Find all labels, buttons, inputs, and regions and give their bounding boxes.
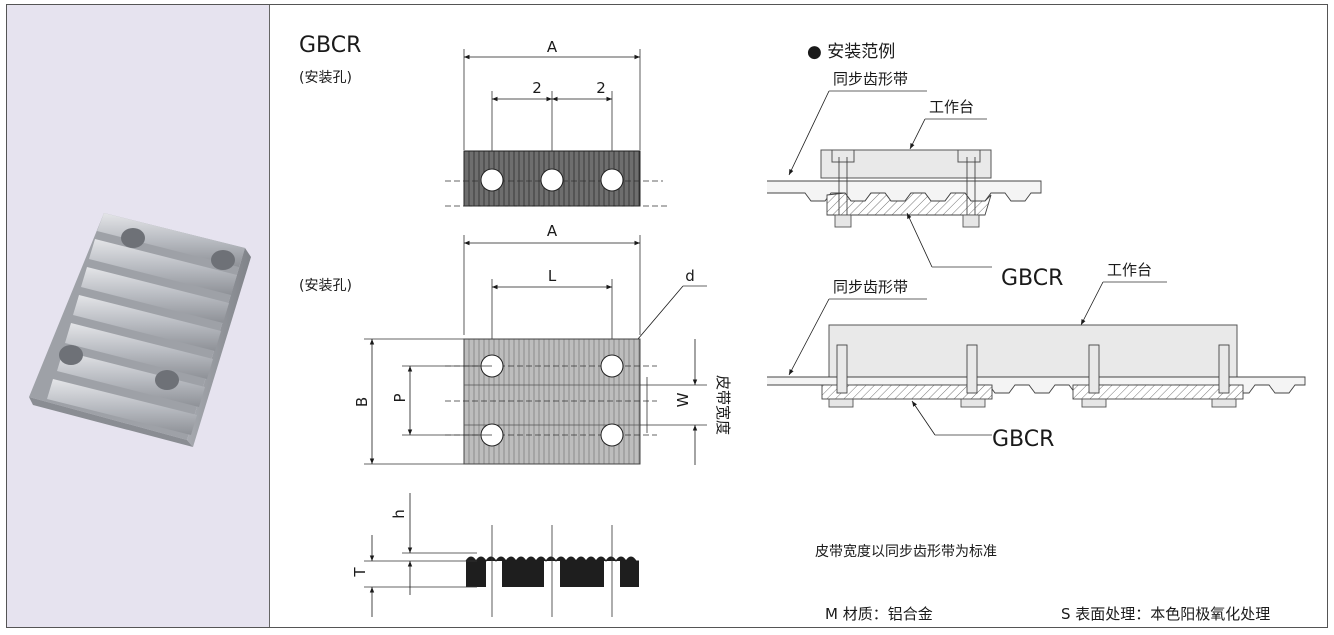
dim-A-top: A xyxy=(547,38,558,56)
mount-hole-label-top: (安装孔) xyxy=(299,70,352,86)
install-example-heading: ● 安装范例 xyxy=(807,42,895,62)
dim-A-plan: A xyxy=(547,222,558,240)
table-label-1: 工作台 xyxy=(929,98,974,116)
dim-d: d xyxy=(685,267,695,285)
product-photo-illustration xyxy=(29,213,251,447)
belt-label-2: 同步齿形带 xyxy=(833,278,908,296)
product-code-title: GBCR xyxy=(299,33,362,58)
dim-h: h xyxy=(390,509,408,519)
belt-width-note: 皮带宽度以同步齿形带为标准 xyxy=(815,544,997,560)
install-example-1: 同步齿形带 工作台 GBCR xyxy=(767,70,1063,291)
material-note: M 材质：铝合金 xyxy=(825,605,933,623)
mount-hole-label-middle: (安装孔) xyxy=(299,278,352,294)
technical-drawing: A 2 2 A L d xyxy=(351,38,1306,617)
top-view: A 2 2 xyxy=(445,38,667,207)
product-sheet-frame: GBCR (安装孔) (安装孔) A xyxy=(6,4,1328,628)
dim-pitch-2: 2 xyxy=(596,79,606,97)
dim-P: P xyxy=(391,393,409,402)
dim-B: B xyxy=(353,397,371,407)
table-label-2: 工作台 xyxy=(1107,261,1152,279)
product-photo-panel xyxy=(7,5,270,627)
belt-label-1: 同步齿形带 xyxy=(833,70,908,88)
part-label-1: GBCR xyxy=(1001,266,1063,291)
dim-pitch-1: 2 xyxy=(532,79,542,97)
install-heading: ● 安装范例 xyxy=(807,42,895,62)
dim-belt-width: 皮带宽度 xyxy=(714,375,732,435)
install-example-2: 同步齿形带 工作台 GBCR xyxy=(767,261,1306,452)
side-view: T h xyxy=(351,493,639,617)
surface-treatment-note: S 表面处理：本色阳极氧化处理 xyxy=(1061,605,1271,623)
dim-W: W xyxy=(674,392,692,407)
dim-L: L xyxy=(548,267,557,285)
part-label-2: GBCR xyxy=(992,427,1054,452)
plan-view: A L d B P xyxy=(353,222,732,465)
dim-T: T xyxy=(351,567,369,578)
